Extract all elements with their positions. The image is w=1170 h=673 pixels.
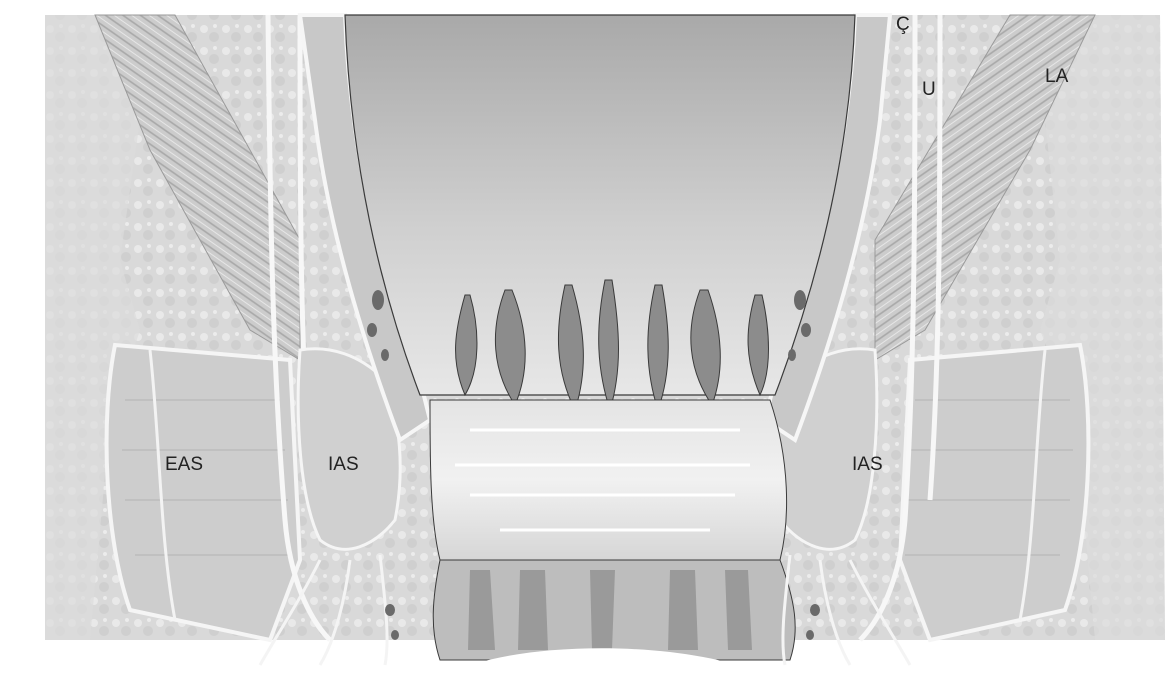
- label-ias-left: IAS: [328, 454, 359, 475]
- label-ias-right: IAS: [852, 454, 883, 475]
- external-anal-sphincter-left: [107, 345, 300, 640]
- label-c: Ç: [896, 14, 910, 35]
- label-u: U: [922, 79, 936, 100]
- label-eas: EAS: [165, 454, 203, 475]
- anal-canal: [430, 400, 787, 560]
- label-la: LA: [1045, 66, 1069, 87]
